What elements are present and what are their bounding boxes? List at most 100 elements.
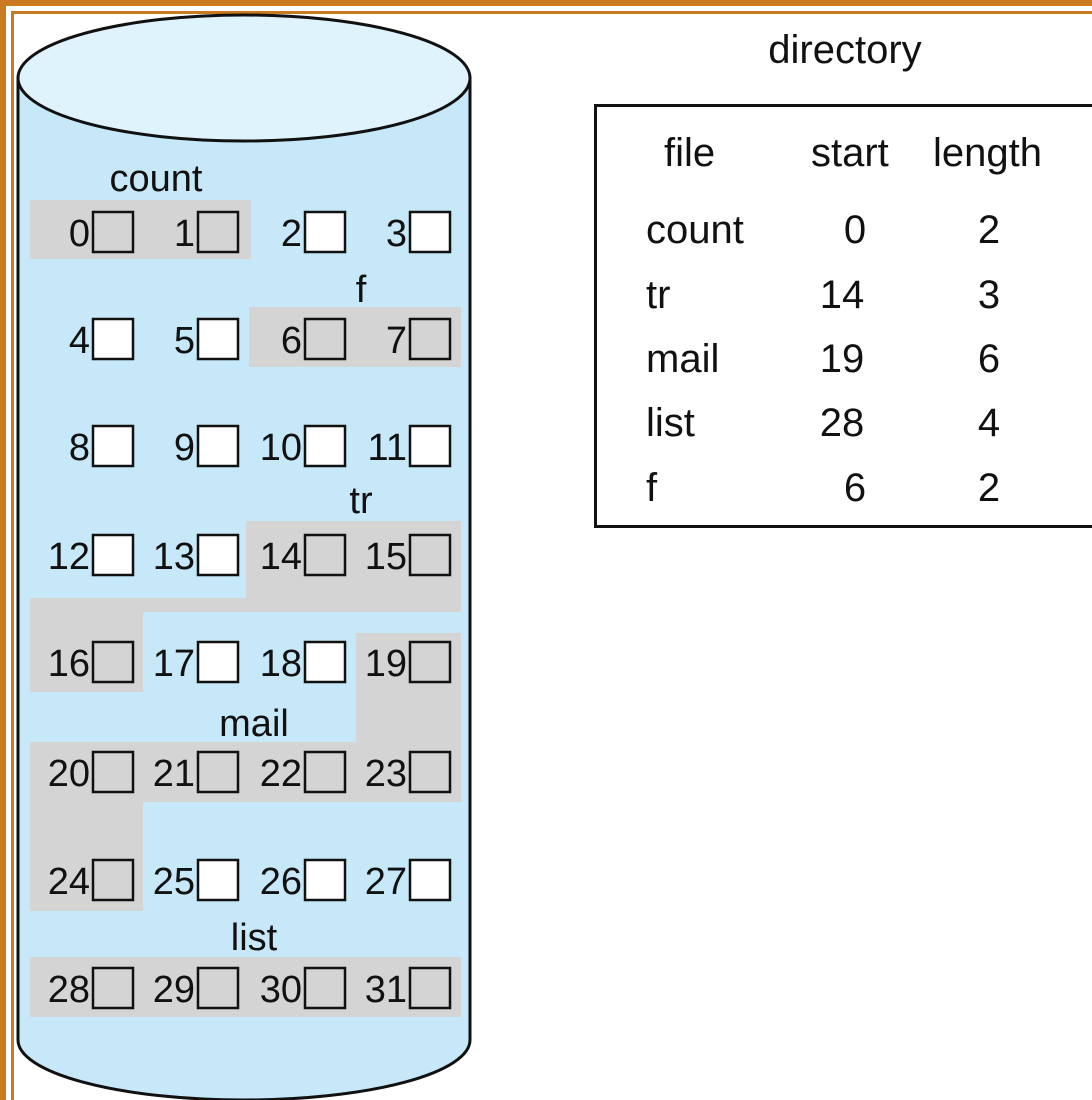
disk-cylinder-top <box>16 13 472 143</box>
disk-block: 28 <box>48 966 135 1011</box>
frame-inner-top-line <box>11 11 1092 14</box>
block-square <box>408 750 452 794</box>
block-square <box>196 533 240 577</box>
disk-block: 19 <box>365 640 452 685</box>
row-file-name: mail <box>646 337 720 381</box>
block-number: 29 <box>153 969 195 1011</box>
block-square <box>303 210 347 254</box>
disk-label-f: f <box>356 269 367 311</box>
block-square <box>196 424 240 468</box>
block-number: 13 <box>153 536 195 578</box>
block-square <box>303 858 347 902</box>
disk-block: 30 <box>260 966 347 1011</box>
block-square <box>303 317 347 361</box>
block-number: 12 <box>48 536 90 578</box>
block-square <box>408 424 452 468</box>
block-number: 7 <box>386 320 407 362</box>
directory-table <box>594 104 1092 528</box>
row-start: 0 <box>843 208 867 252</box>
disk-block: 17 <box>153 640 240 685</box>
disk-block: 11 <box>368 424 452 469</box>
block-number: 30 <box>260 969 302 1011</box>
disk-block: 5 <box>174 317 240 362</box>
block-number: 23 <box>365 753 407 795</box>
disk-block: 20 <box>48 750 135 795</box>
frame-inner-left-line <box>11 11 14 1100</box>
disk-label-list: list <box>231 917 278 959</box>
row-length: 3 <box>977 273 1001 317</box>
block-number: 22 <box>260 753 302 795</box>
disk-label-mail: mail <box>219 703 289 745</box>
block-number: 10 <box>260 427 302 469</box>
block-number: 5 <box>174 320 195 362</box>
block-square <box>91 533 135 577</box>
disk-block: 24 <box>48 858 135 903</box>
block-square <box>408 317 452 361</box>
tr-region <box>30 521 461 692</box>
block-number: 14 <box>260 536 302 578</box>
block-square <box>408 966 452 1010</box>
block-square <box>196 210 240 254</box>
disk-block: 2 <box>281 210 347 255</box>
block-square <box>408 210 452 254</box>
disk-block: 10 <box>260 424 347 469</box>
block-square <box>91 966 135 1010</box>
block-square <box>303 966 347 1010</box>
disk-block: 23 <box>365 750 452 795</box>
block-number: 19 <box>365 643 407 685</box>
disk-block: 22 <box>260 750 347 795</box>
block-square <box>196 317 240 361</box>
disk-block: 15 <box>365 533 452 578</box>
block-number: 8 <box>69 427 90 469</box>
row-length: 2 <box>977 208 1001 252</box>
block-number: 6 <box>281 320 302 362</box>
block-number: 20 <box>48 753 90 795</box>
disk-block: 12 <box>48 533 135 578</box>
block-number: 26 <box>260 861 302 903</box>
block-number: 4 <box>69 320 90 362</box>
block-square <box>196 858 240 902</box>
disk-block: 16 <box>48 640 135 685</box>
block-square <box>196 750 240 794</box>
disk-block: 6 <box>281 317 347 362</box>
block-square <box>303 750 347 794</box>
block-square <box>91 858 135 902</box>
block-number: 21 <box>153 753 195 795</box>
disk-block: 21 <box>153 750 240 795</box>
block-square <box>196 966 240 1010</box>
block-number: 17 <box>153 643 195 685</box>
disk-block: 18 <box>260 640 347 685</box>
block-square <box>91 317 135 361</box>
block-square <box>91 424 135 468</box>
block-number: 16 <box>48 643 90 685</box>
block-square <box>91 750 135 794</box>
block-square <box>303 533 347 577</box>
disk-block: 26 <box>260 858 347 903</box>
disk-block: 0 <box>69 210 135 255</box>
block-square <box>91 640 135 684</box>
row-start: 19 <box>819 337 865 381</box>
disk-block: 13 <box>153 533 240 578</box>
block-number: 11 <box>368 427 407 469</box>
block-number: 15 <box>365 536 407 578</box>
block-number: 31 <box>365 969 407 1011</box>
disk-block: 27 <box>365 858 452 903</box>
row-start: 28 <box>819 401 865 445</box>
disk-block: 14 <box>260 533 347 578</box>
block-number: 27 <box>365 861 407 903</box>
mail-region <box>30 633 461 911</box>
row-length: 4 <box>977 401 1001 445</box>
block-square <box>303 640 347 684</box>
block-number: 24 <box>48 861 90 903</box>
row-length: 6 <box>977 337 1001 381</box>
disk-block: 7 <box>386 317 452 362</box>
block-square <box>408 858 452 902</box>
disk-block: 9 <box>174 424 240 469</box>
disk-block: 1 <box>174 210 240 255</box>
disk-label-tr: tr <box>349 480 373 522</box>
block-number: 18 <box>260 643 302 685</box>
disk-label-count: count <box>110 158 203 200</box>
row-file-name: tr <box>646 273 671 317</box>
block-number: 1 <box>174 213 195 255</box>
